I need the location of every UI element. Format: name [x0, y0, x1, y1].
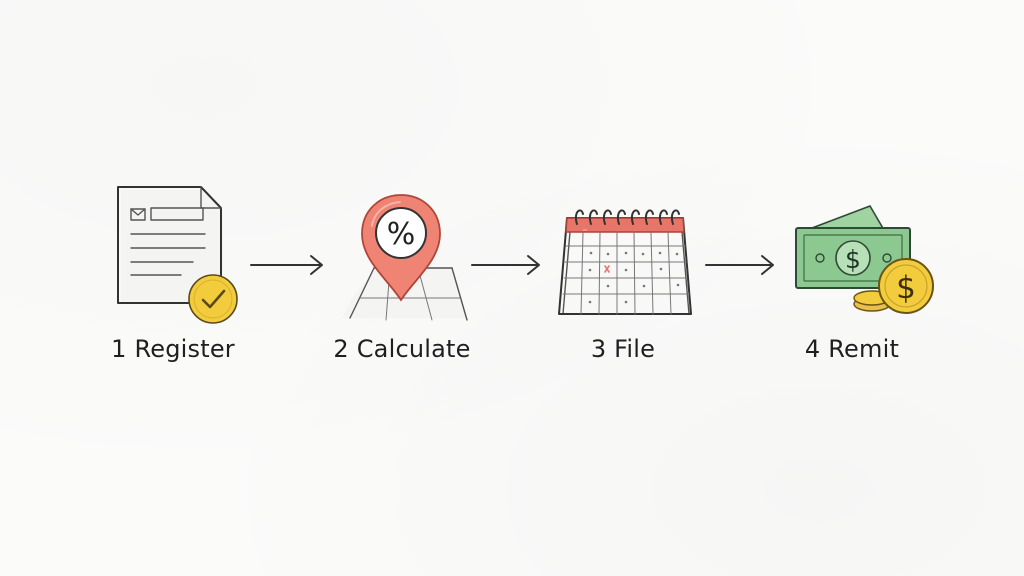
flow-arrow-3	[705, 255, 774, 275]
step-number: 2	[333, 335, 349, 363]
step-label-remit: 4 Remit	[752, 335, 952, 363]
bill-dollar-glyph: $	[845, 245, 861, 274]
step-title: Remit	[828, 335, 900, 363]
calendar-icon	[558, 209, 692, 315]
flow-arrow-1	[250, 255, 323, 275]
step-label-file: 3 File	[523, 335, 723, 363]
registration-form-check-icon	[117, 186, 238, 324]
step-title: Register	[134, 335, 235, 363]
percent-location-pin-icon: %	[342, 194, 468, 321]
step-register: 1 Register	[73, 168, 273, 378]
step-number: 3	[590, 335, 607, 363]
step-label-register: 1 Register	[73, 335, 273, 363]
step-title: Calculate	[356, 335, 471, 363]
step-calculate: % 2 Calculate	[302, 168, 502, 378]
step-label-calculate: 2 Calculate	[302, 335, 502, 363]
step-title: File	[614, 335, 656, 363]
step-number: 1	[111, 335, 127, 363]
cash-coin-icon: $ $	[795, 205, 934, 314]
step-remit: $ $ 4 Remit	[752, 168, 952, 378]
flow-arrow-2	[471, 255, 540, 275]
step-number: 4	[804, 335, 821, 363]
coin-dollar-glyph: $	[896, 270, 916, 306]
step-file: 3 File	[523, 168, 723, 378]
percent-glyph: %	[387, 217, 416, 252]
